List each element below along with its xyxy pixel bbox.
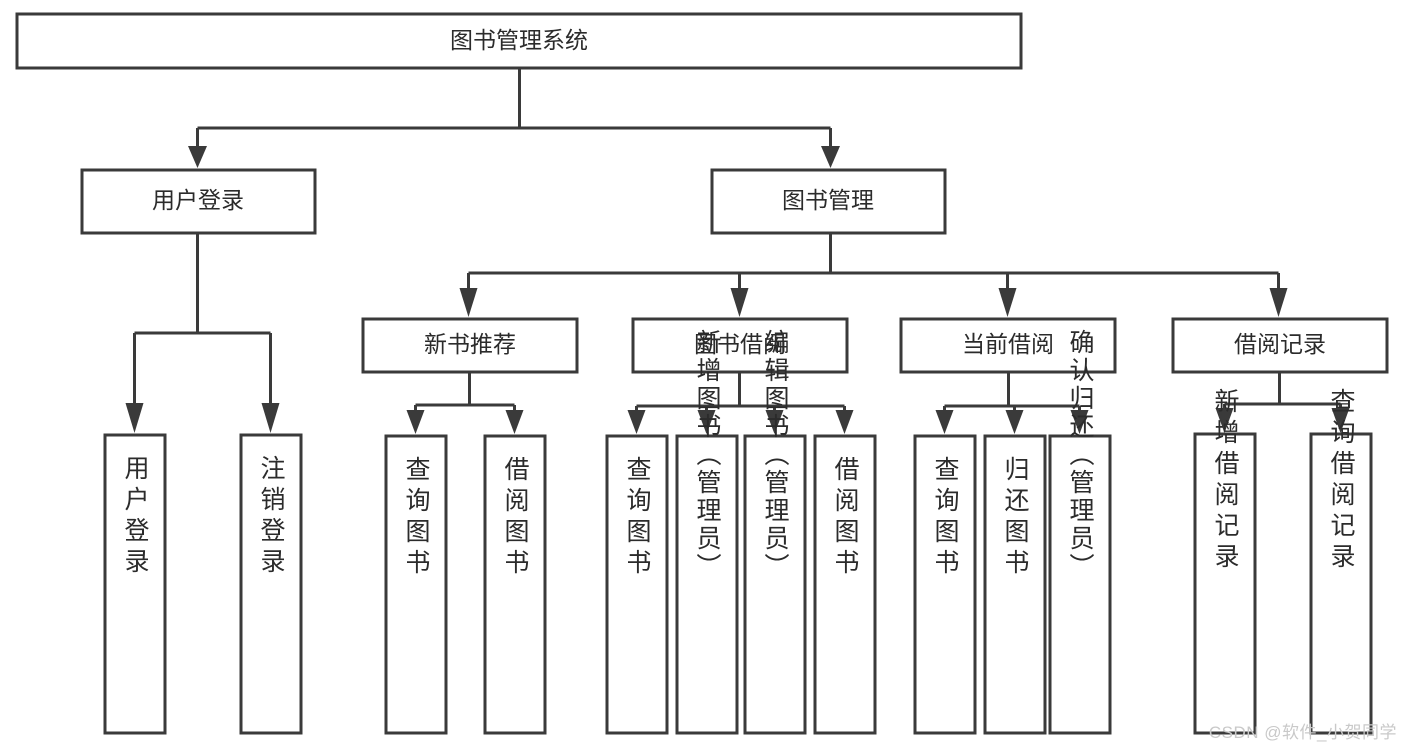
leaf-current-borrow-3-label: 确认归还（管理员）	[1066, 329, 1095, 581]
leaf-book-borrow-4-box[interactable]	[813, 434, 877, 735]
arrow-userlogin-leaf-1	[125, 403, 144, 433]
leaf-borrow-record-1-label: 新增借阅记录	[1211, 388, 1240, 574]
node-book-management-label: 图书管理	[782, 187, 874, 213]
arrow-borrow-leaf-3	[765, 410, 784, 434]
leaf-current-borrow-2[interactable]: 归还图书	[983, 434, 1047, 735]
leaf-book-borrow-3[interactable]: 编辑图书（管理员）	[743, 329, 807, 735]
node-current-borrow-label: 当前借阅	[962, 331, 1054, 357]
node-new-book-recommend-label: 新书推荐	[424, 331, 516, 357]
node-book-borrow[interactable]: 图书借阅	[631, 317, 849, 374]
leaf-book-borrow-4-label: 借阅图书	[831, 456, 860, 580]
arrow-record-leaf-1	[1215, 408, 1234, 433]
leaf-current-borrow-1-label: 查询图书	[931, 456, 960, 580]
node-borrow-record-box[interactable]	[1171, 317, 1389, 374]
arrow-root-to-book-mgmt	[821, 146, 840, 168]
arrow-bookmgmt-to-record	[1269, 288, 1288, 317]
leaf-current-borrow-1-box[interactable]	[913, 434, 977, 735]
connector-group	[125, 68, 1350, 434]
node-root-box[interactable]	[15, 12, 1023, 70]
leaf-current-borrow-2-box[interactable]	[983, 434, 1047, 735]
node-book-management[interactable]: 图书管理	[710, 168, 947, 235]
leaf-current-borrow-3[interactable]: 确认归还（管理员）	[1048, 329, 1112, 735]
arrow-borrow-leaf-4	[835, 410, 854, 434]
node-borrow-record[interactable]: 借阅记录	[1171, 317, 1389, 374]
node-borrow-record-label: 借阅记录	[1234, 331, 1326, 357]
leaf-borrow-record-2[interactable]: 查询借阅记录	[1309, 388, 1373, 735]
leaf-new-book-1-label: 查询图书	[402, 456, 431, 580]
leaf-book-borrow-3-label: 编辑图书（管理员）	[761, 329, 790, 581]
leaf-book-borrow-3-box[interactable]	[743, 434, 807, 735]
node-book-borrow-box[interactable]	[631, 317, 849, 374]
arrow-current-leaf-1	[935, 410, 954, 434]
node-current-borrow-box[interactable]	[899, 317, 1117, 374]
leaf-borrow-record-2-box[interactable]	[1309, 432, 1373, 735]
node-book-management-box[interactable]	[710, 168, 947, 235]
node-new-book-recommend[interactable]: 新书推荐	[361, 317, 579, 374]
leaf-book-borrow-2-box[interactable]	[675, 434, 739, 735]
arrow-current-leaf-3	[1070, 410, 1089, 434]
leaf-new-book-1[interactable]: 查询图书	[384, 434, 448, 735]
leaf-book-borrow-2[interactable]: 新增图书（管理员）	[675, 329, 739, 735]
node-book-borrow-label: 图书借阅	[694, 331, 786, 357]
leaf-new-book-2-label: 借阅图书	[501, 456, 530, 580]
leaf-user-login-1[interactable]: 用户登录	[103, 433, 167, 735]
leaf-new-book-2-box[interactable]	[483, 434, 547, 735]
leaf-borrow-record-1[interactable]: 新增借阅记录	[1193, 388, 1257, 735]
arrow-borrow-leaf-2	[697, 410, 716, 434]
arrow-newbook-leaf-2	[505, 410, 524, 434]
leaf-new-book-1-box[interactable]	[384, 434, 448, 735]
arrow-bookmgmt-to-newbook	[459, 288, 478, 317]
arrow-current-leaf-2	[1005, 410, 1024, 434]
arrow-bookmgmt-to-borrow	[730, 288, 749, 317]
node-user-login-label: 用户登录	[152, 187, 244, 213]
leaf-user-login-2-box[interactable]	[239, 433, 303, 735]
arrow-bookmgmt-to-current	[998, 288, 1017, 317]
arrow-borrow-leaf-1	[627, 410, 646, 434]
arrow-newbook-leaf-1	[406, 410, 425, 434]
leaf-book-borrow-4[interactable]: 借阅图书	[813, 434, 877, 735]
leaf-current-borrow-3-box[interactable]	[1048, 434, 1112, 735]
leaf-book-borrow-1-box[interactable]	[605, 434, 669, 735]
leaf-user-login-1-label: 用户登录	[121, 455, 150, 579]
arrow-userlogin-leaf-2	[261, 403, 280, 433]
node-user-login-box[interactable]	[80, 168, 317, 235]
node-user-login[interactable]: 用户登录	[80, 168, 317, 235]
node-root-label: 图书管理系统	[450, 27, 588, 53]
leaf-book-borrow-2-label: 新增图书（管理员）	[693, 329, 722, 581]
leaf-book-borrow-1-label: 查询图书	[623, 456, 652, 580]
arrow-record-leaf-2	[1331, 408, 1350, 433]
node-new-book-recommend-box[interactable]	[361, 317, 579, 374]
leaf-user-login-1-box[interactable]	[103, 433, 167, 735]
leaf-borrow-record-1-box[interactable]	[1193, 432, 1257, 735]
leaf-current-borrow-2-label: 归还图书	[1001, 456, 1030, 580]
leaf-user-login-2-label: 注销登录	[257, 455, 286, 579]
leaf-current-borrow-1[interactable]: 查询图书	[913, 434, 977, 735]
node-current-borrow[interactable]: 当前借阅	[899, 317, 1117, 374]
leaf-user-login-2[interactable]: 注销登录	[239, 433, 303, 735]
node-root[interactable]: 图书管理系统	[15, 12, 1023, 70]
arrow-root-to-user-login	[188, 146, 207, 168]
leaf-new-book-2[interactable]: 借阅图书	[483, 434, 547, 735]
leaf-book-borrow-1[interactable]: 查询图书	[605, 434, 669, 735]
leaf-borrow-record-2-label: 查询借阅记录	[1327, 388, 1356, 574]
